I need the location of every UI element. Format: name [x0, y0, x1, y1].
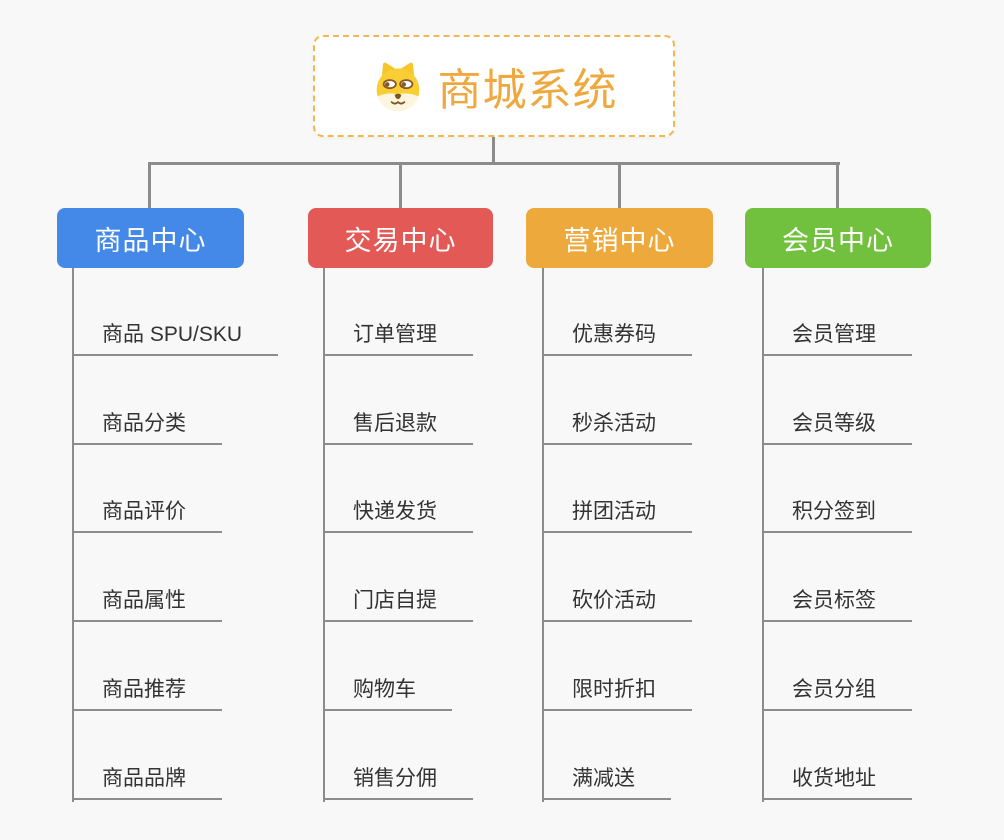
- connector-drop-product: [148, 162, 151, 208]
- mindmap-leaf[interactable]: 商品品牌: [72, 768, 222, 800]
- branch-trunk-line: [72, 268, 74, 802]
- branch-marketing-center[interactable]: 营销中心: [526, 208, 713, 268]
- mindmap-leaf[interactable]: 商品推荐: [72, 679, 222, 711]
- mindmap-leaf[interactable]: 砍价活动: [542, 590, 692, 622]
- mindmap-leaf[interactable]: 快递发货: [323, 501, 473, 533]
- mindmap-leaf[interactable]: 积分签到: [762, 501, 912, 533]
- mindmap-leaf[interactable]: 满减送: [542, 768, 671, 800]
- mindmap-leaf[interactable]: 商品属性: [72, 590, 222, 622]
- connector-drop-trade: [399, 162, 402, 208]
- mindmap-leaf[interactable]: 销售分佣: [323, 768, 473, 800]
- branch-trunk-line: [542, 268, 544, 802]
- mindmap-leaf[interactable]: 限时折扣: [542, 679, 692, 711]
- mindmap-leaf[interactable]: 售后退款: [323, 413, 473, 445]
- branch-trade-center[interactable]: 交易中心: [308, 208, 493, 268]
- mindmap-leaf[interactable]: 商品 SPU/SKU: [72, 324, 279, 356]
- shiba-dog-icon: [376, 62, 419, 112]
- branch-member-center[interactable]: 会员中心: [745, 208, 931, 268]
- branch-product-center[interactable]: 商品中心: [57, 208, 244, 268]
- mindmap-leaf[interactable]: 拼团活动: [542, 501, 692, 533]
- mindmap-leaf[interactable]: 门店自提: [323, 590, 473, 622]
- mindmap-leaf[interactable]: 会员等级: [762, 413, 912, 445]
- branch-trunk-line: [762, 268, 764, 802]
- root-node[interactable]: 商城系统: [313, 35, 675, 137]
- root-title: 商城系统: [437, 66, 618, 115]
- mindmap-leaf[interactable]: 会员分组: [762, 679, 912, 711]
- connector-drop-member: [836, 162, 839, 208]
- connector-drop-marketing: [618, 162, 621, 208]
- connector-horizontal-rail: [148, 162, 840, 165]
- connector-root-drop: [492, 137, 495, 164]
- mindmap-leaf[interactable]: 收货地址: [762, 768, 912, 800]
- branch-trunk-line: [323, 268, 325, 802]
- mindmap-leaf[interactable]: 购物车: [323, 679, 452, 711]
- mindmap-leaf[interactable]: 秒杀活动: [542, 413, 692, 445]
- mindmap-leaf[interactable]: 会员标签: [762, 590, 912, 622]
- mindmap-leaf[interactable]: 商品分类: [72, 413, 222, 445]
- mindmap-leaf[interactable]: 订单管理: [323, 324, 473, 356]
- mindmap-leaf[interactable]: 商品评价: [72, 501, 222, 533]
- mindmap-leaf[interactable]: 优惠券码: [542, 324, 692, 356]
- mindmap-leaf[interactable]: 会员管理: [762, 324, 912, 356]
